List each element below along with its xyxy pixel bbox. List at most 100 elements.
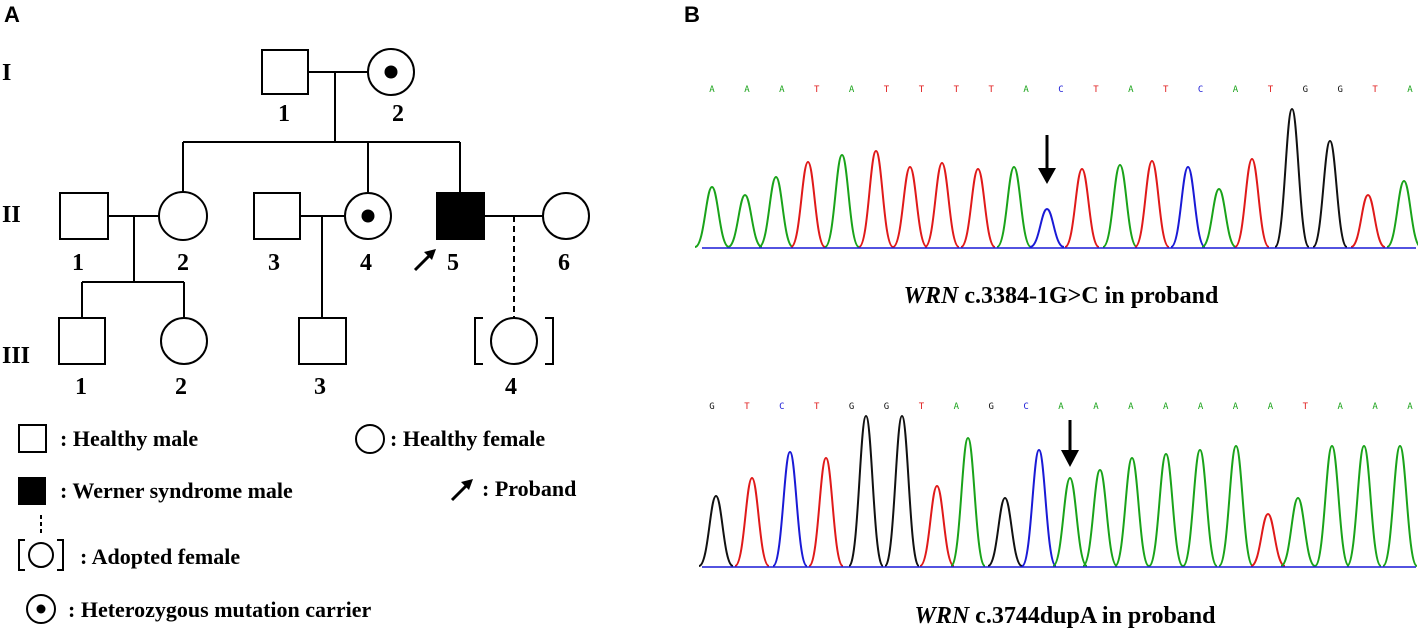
trace-peak	[1148, 452, 1184, 567]
individual-I-1-healthy-male	[261, 49, 309, 95]
base-call: G	[884, 402, 889, 412]
bottom-gene-name: WRN	[914, 603, 970, 629]
individual-number: 6	[558, 250, 570, 276]
base-call: A	[1023, 85, 1029, 95]
trace-peak	[698, 494, 734, 567]
trace-peak	[1350, 193, 1386, 248]
individual-number: 2	[392, 101, 404, 127]
trace-peak	[772, 450, 808, 567]
base-call: A	[954, 402, 960, 412]
base-call: A	[1163, 402, 1169, 412]
base-call: T	[814, 85, 820, 95]
individual-number: 1	[72, 250, 84, 276]
base-call: A	[1128, 85, 1134, 95]
top-variant-caption: WRN c.3384-1G>C in proband	[904, 283, 1219, 309]
trace-peak	[1234, 157, 1270, 248]
individual-number: 1	[278, 101, 290, 127]
base-call: T	[1093, 85, 1099, 95]
base-call: A	[779, 85, 785, 95]
trace-peak	[1346, 444, 1382, 567]
trace-peak	[727, 193, 763, 248]
legend-healthy-female-icon	[355, 424, 385, 454]
trace-peak	[1064, 167, 1100, 248]
base-call: G	[988, 402, 993, 412]
carrier-dot	[384, 65, 398, 79]
pedigree-lines	[81, 71, 543, 318]
base-call: T	[814, 402, 820, 412]
top-variant-text: c.3384-1G>C in proband	[958, 283, 1219, 309]
base-call: A	[709, 85, 715, 95]
legend-carrier-icon	[26, 594, 56, 624]
trace-peak	[1250, 512, 1286, 567]
trace-peak	[1134, 159, 1170, 248]
individual-number: 2	[175, 374, 187, 400]
individual-II-3-healthy-male	[253, 192, 301, 240]
trace-peak	[734, 476, 770, 567]
base-call: T	[919, 402, 925, 412]
bottom-variant-caption: WRN c.3744dupA in proband	[914, 603, 1216, 629]
trace-peak	[808, 456, 844, 567]
base-call: G	[1303, 85, 1308, 95]
base-call: T	[919, 85, 925, 95]
base-call: C	[779, 402, 784, 412]
trace-peak	[858, 149, 894, 248]
trace-peak	[1029, 207, 1065, 248]
base-call: T	[988, 85, 994, 95]
legend-proband-arrow-icon	[450, 479, 473, 502]
trace-peak	[1218, 444, 1254, 567]
base-call: T	[1303, 402, 1309, 412]
generation-label-1: I	[2, 60, 11, 86]
base-call: A	[849, 85, 855, 95]
base-call: A	[1233, 402, 1239, 412]
individual-III-4-adopted-female	[474, 317, 554, 365]
base-call: G	[849, 402, 854, 412]
legend-proband-label: : Proband	[482, 476, 576, 501]
base-call: A	[1268, 402, 1274, 412]
base-call: A	[744, 85, 750, 95]
legend-affected-male-label: : Werner syndrome male	[60, 478, 293, 503]
carrier-dot	[361, 209, 375, 223]
base-call: T	[744, 402, 750, 412]
base-call: A	[1407, 85, 1413, 95]
base-call: C	[1198, 85, 1203, 95]
base-call: A	[1233, 85, 1239, 95]
generation-label-3: III	[2, 343, 30, 369]
base-call: A	[1198, 402, 1204, 412]
legend-carrier-label: : Heterozygous mutation carrier	[68, 597, 371, 622]
base-call: A	[1093, 402, 1099, 412]
trace-peak	[758, 175, 794, 248]
trace-peak	[1386, 179, 1418, 248]
base-call: C	[1058, 85, 1063, 95]
individual-number: 2	[177, 250, 189, 276]
trace-peak	[987, 496, 1023, 567]
base-call: A	[1128, 402, 1134, 412]
trace-peak	[1382, 444, 1418, 567]
trace-peak	[1314, 444, 1350, 567]
base-call: T	[884, 85, 890, 95]
bottom-mutation-arrow-icon	[1061, 420, 1079, 467]
top-gene-name: WRN	[904, 283, 960, 309]
individual-II-1-healthy-male	[59, 192, 109, 240]
trace-peak	[848, 414, 884, 567]
individual-II-6-healthy-female	[542, 192, 590, 240]
base-call: T	[954, 85, 960, 95]
trace-peak	[694, 185, 730, 248]
top-mutation-arrow-icon	[1038, 135, 1056, 184]
trace-peak	[996, 165, 1032, 248]
individual-number: 5	[447, 250, 459, 276]
trace-peak	[1102, 163, 1138, 248]
legend-adopted-female-label: : Adopted female	[80, 544, 240, 569]
trace-peak	[892, 165, 928, 248]
base-call: T	[1163, 85, 1169, 95]
trace-peak	[1280, 496, 1316, 567]
base-call: C	[1023, 402, 1028, 412]
individual-III-3-healthy-male	[298, 317, 347, 365]
base-call: G	[709, 402, 714, 412]
trace-peak	[924, 161, 960, 248]
base-call: A	[1058, 402, 1064, 412]
individual-number: 3	[268, 250, 280, 276]
base-call: A	[1337, 402, 1343, 412]
trace-peak	[1052, 476, 1088, 567]
trace-peak	[1021, 448, 1057, 567]
individual-number: 3	[314, 374, 326, 400]
